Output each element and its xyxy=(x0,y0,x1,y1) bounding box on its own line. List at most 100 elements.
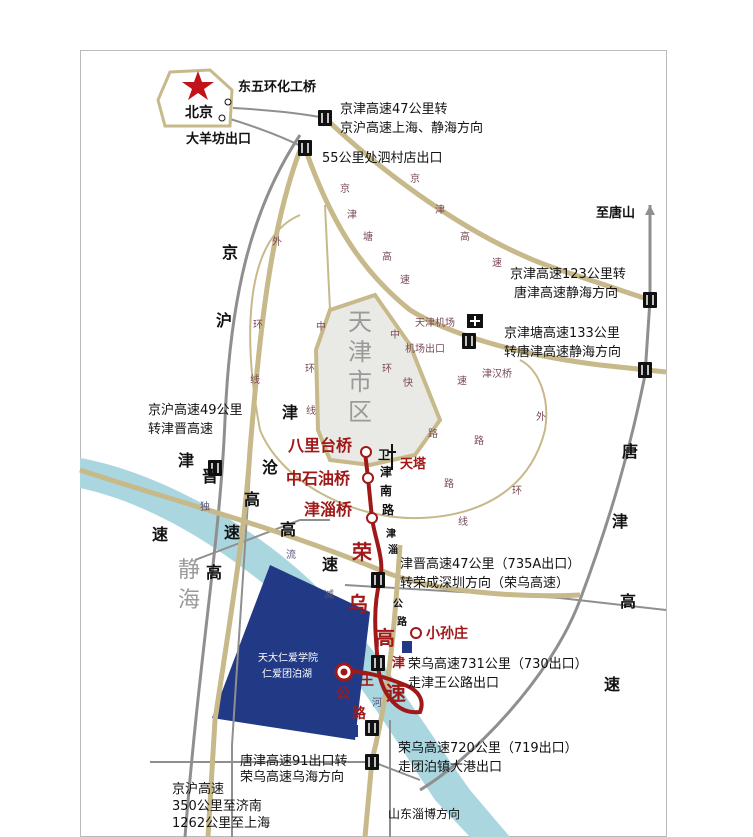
beijing-star-icon xyxy=(182,71,214,100)
road-rongwu-c4: 速 xyxy=(386,681,406,705)
jinhanqiao-label: 津汉桥 xyxy=(482,368,512,380)
gas-station-icon-2 xyxy=(348,725,358,737)
jinghai-char-1: 静 xyxy=(178,558,200,583)
road-jingjin-c1: 京 xyxy=(410,172,420,185)
airport-exit-label: 机场出口 xyxy=(405,342,445,355)
jinziqiao-marker xyxy=(366,512,378,524)
road-jinzi-c4: 路 xyxy=(397,615,408,628)
exit-e10-line2: 350公里至济南 xyxy=(172,798,262,814)
driving-route xyxy=(344,451,424,715)
river-c4: 河 xyxy=(372,697,382,709)
dayangfang-label: 大羊坊出口 xyxy=(186,131,251,147)
gray-road-west xyxy=(194,519,330,561)
road-tangjin-c2: 津 xyxy=(612,512,628,531)
road-jingjin-c2: 津 xyxy=(435,204,445,216)
road-jjt-c2: 津 xyxy=(347,209,357,221)
road-rongwu-c2: 乌 xyxy=(348,592,368,616)
road-tangjin-c4: 速 xyxy=(604,675,620,694)
road-jinghu-c3: 津 xyxy=(282,403,298,422)
city-char-2: 津 xyxy=(348,338,372,366)
exit-e10-line1: 京沪高速 xyxy=(172,781,224,797)
exit-e4-line1: 京津塘高速133公里 xyxy=(504,325,620,341)
road-jinghu-c1: 京 xyxy=(222,243,238,262)
city-char-4: 区 xyxy=(348,398,372,426)
tangjin-highway xyxy=(362,544,403,837)
road-jjt-c5: 速 xyxy=(400,274,410,286)
dongwuhuan-label: 东五环化工桥 xyxy=(238,79,317,95)
river-c1: 独 xyxy=(200,500,210,513)
jingjintang-highway xyxy=(302,147,667,375)
road-jin-label: 津 xyxy=(392,655,405,671)
road-jinjin-c2: 晋 xyxy=(202,467,218,486)
road-middle-c3: 线 xyxy=(306,404,316,417)
campus-label-1: 天大仁爱学院 xyxy=(258,651,318,664)
road-weijinnan-c2: 津 xyxy=(380,464,392,479)
jinjin-highway xyxy=(79,467,581,599)
dayangfang-dot xyxy=(218,114,226,122)
beijing-label: 北京 xyxy=(185,104,213,121)
exit-e3-line1: 京津高速123公里转 xyxy=(510,266,626,282)
road-jinghu-c5: 速 xyxy=(152,525,168,544)
exit-e6-line2: 转荣成深圳方向（荣乌高速） xyxy=(400,575,569,591)
road-jinjin-c1: 津 xyxy=(178,451,194,470)
exit-e6-line1: 津晋高速47公里（735A出口） xyxy=(400,556,580,572)
xiaosunzhuang-label: 小孙庄 xyxy=(426,625,468,642)
road-weijinnan-c3: 南 xyxy=(380,483,392,498)
road-jjt-c3: 塘 xyxy=(363,230,373,243)
jingjin-highway xyxy=(323,116,651,303)
road-jjt-c4: 高 xyxy=(382,250,392,263)
river-c2: 流 xyxy=(286,548,296,561)
road-jingjin-c3: 高 xyxy=(460,230,470,243)
road-middle-right-c1: 中 xyxy=(390,328,400,341)
dongwuhuan-dot xyxy=(224,98,232,106)
airport-label: 天津机场 xyxy=(415,316,455,329)
road-rongwu-c3: 高 xyxy=(375,626,395,650)
road-jinghu-c4: 高 xyxy=(206,563,222,582)
interchange-e7 xyxy=(371,655,385,671)
gas-station-icon xyxy=(402,641,412,653)
exit-e10-line3: 1262公里至上海 xyxy=(172,816,270,831)
road-middle-right-c3: 快 xyxy=(403,377,413,389)
road-weijinnan-c4: 路 xyxy=(382,502,395,517)
road-outer-right-c2: 环 xyxy=(512,486,522,497)
road-weijinnan-c1: 卫 xyxy=(378,448,390,462)
exit-e4-line2: 转唐津高速静海方向 xyxy=(504,344,621,360)
road-cang-c1: 沧 xyxy=(262,458,278,477)
interchange-e1 xyxy=(318,110,332,126)
balitai-label: 八里台桥 xyxy=(287,436,353,455)
city-char-3: 市 xyxy=(348,368,372,396)
road-middle-right-c5: 路 xyxy=(474,434,484,447)
airport-plane-glyph xyxy=(470,316,480,326)
exit-e5-line1: 京沪高速49公里 xyxy=(148,402,243,418)
road-jinzi-c2: 淄 xyxy=(388,543,398,556)
road-jinjin-c3: 高 xyxy=(244,490,260,509)
campus-label-2: 仁爱团泊湖 xyxy=(262,667,312,680)
xiaosunzhuang-marker xyxy=(410,627,422,639)
road-outer-left-c3: 线 xyxy=(250,373,260,386)
middle-ring xyxy=(324,204,331,311)
road-jinwang-c2: 王 xyxy=(360,673,374,689)
exit-e1-line2: 京沪高速上海、静海方向 xyxy=(340,120,483,136)
interchange-e9 xyxy=(365,754,379,770)
exit-e8-line2: 走团泊镇大港出口 xyxy=(398,760,502,775)
city-char-1: 天 xyxy=(348,308,372,336)
exit-e3-line2: 唐津高速静海方向 xyxy=(514,285,618,301)
exit-e7-line1: 荣乌高速731公里（730出口） xyxy=(408,656,588,672)
interchange-lines xyxy=(211,113,654,767)
exit-e5-line2: 转津晋高速 xyxy=(148,421,213,437)
to-tangshan-label: 至唐山 xyxy=(596,205,635,221)
interchange-e3 xyxy=(643,292,657,308)
interchange-e4 xyxy=(462,333,476,349)
gray-highway-left xyxy=(183,134,302,837)
road-outer-ring-xian-c2: 路 xyxy=(444,477,454,490)
exit-e1-line1: 京津高速47公里转 xyxy=(340,101,448,117)
river xyxy=(80,458,510,837)
jinghai-char-2: 海 xyxy=(178,588,200,613)
road-tangjin-c3: 高 xyxy=(620,592,636,611)
interchange-e2 xyxy=(298,140,312,156)
beijing-outline xyxy=(156,68,234,128)
tianta-label: 天塔 xyxy=(400,456,427,472)
balitai-marker xyxy=(360,446,372,458)
exit-e2-line1: 55公里处泗村店出口 xyxy=(322,151,443,166)
